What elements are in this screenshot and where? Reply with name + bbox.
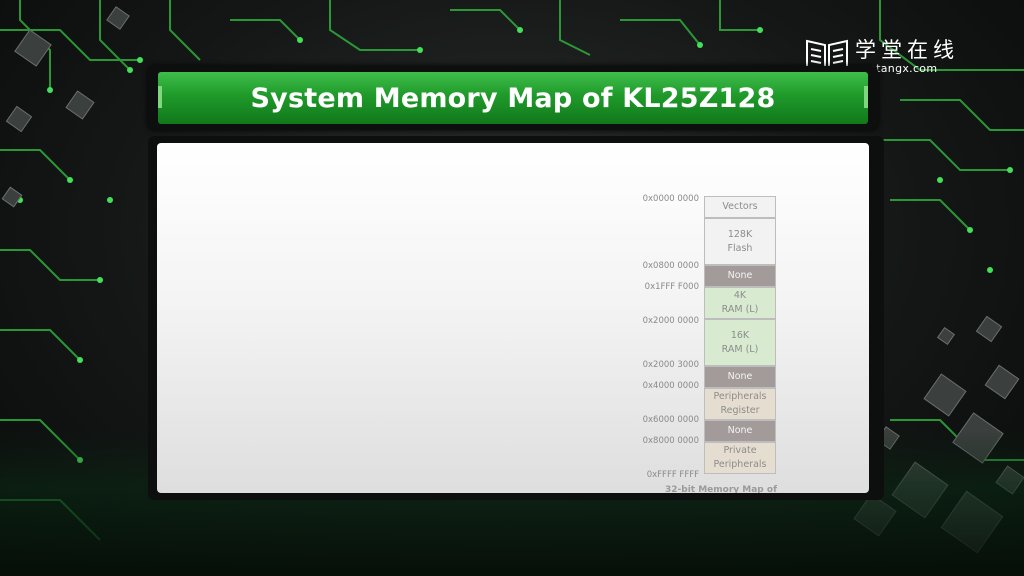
address-label: 0x0800 0000 <box>642 261 699 271</box>
memory-block-none: None <box>704 366 776 388</box>
address-label: 0xFFFF FFFF <box>646 470 699 480</box>
address-label: 0x2000 0000 <box>642 316 699 326</box>
block-sublabel: Flash <box>727 242 753 254</box>
memory-block-none: None <box>704 420 776 442</box>
block-label: None <box>727 270 753 281</box>
memory-block-none: None <box>704 265 776 287</box>
block-label: 16K <box>730 329 750 341</box>
memory-block-ram-16k: 16K RAM (L) <box>704 319 776 366</box>
block-sublabel: Peripherals <box>713 459 767 470</box>
address-label: 0x4000 0000 <box>642 381 699 391</box>
address-label: 0x2000 3000 <box>642 360 699 370</box>
block-label: 4K <box>733 290 747 301</box>
memory-block-flash: 128K Flash <box>704 218 776 265</box>
block-label: Private <box>723 445 757 456</box>
block-label: None <box>727 371 753 382</box>
block-label: Peripherals <box>713 391 767 402</box>
logo-name: 学堂在线 <box>855 37 959 62</box>
block-sublabel: Register <box>720 405 760 416</box>
block-label: None <box>727 425 753 436</box>
memory-block-ram-4k: 4K RAM (L) <box>704 287 776 319</box>
slide-title: System Memory Map of KL25Z128 <box>250 82 776 114</box>
address-label: 0x6000 0000 <box>642 415 699 425</box>
address-label: 0x0000 0000 <box>642 194 699 204</box>
block-sublabel: RAM (L) <box>721 343 759 355</box>
block-sublabel: RAM (L) <box>721 304 759 315</box>
banner-left-tab <box>158 86 162 108</box>
address-label: 0x1FFF F000 <box>644 282 699 292</box>
address-label: 0x8000 0000 <box>642 436 699 446</box>
memory-map-caption: 32-bit Memory Map of <box>665 485 777 493</box>
block-label: 128K <box>727 228 753 240</box>
content-panel: 0x0000 0000 0x0800 0000 0x1FFF F000 0x20… <box>157 143 869 493</box>
banner-right-tab <box>864 86 868 108</box>
block-label: Vectors <box>722 201 758 212</box>
memory-block-vectors: Vectors <box>704 196 776 218</box>
title-banner: System Memory Map of KL25Z128 <box>158 72 868 124</box>
